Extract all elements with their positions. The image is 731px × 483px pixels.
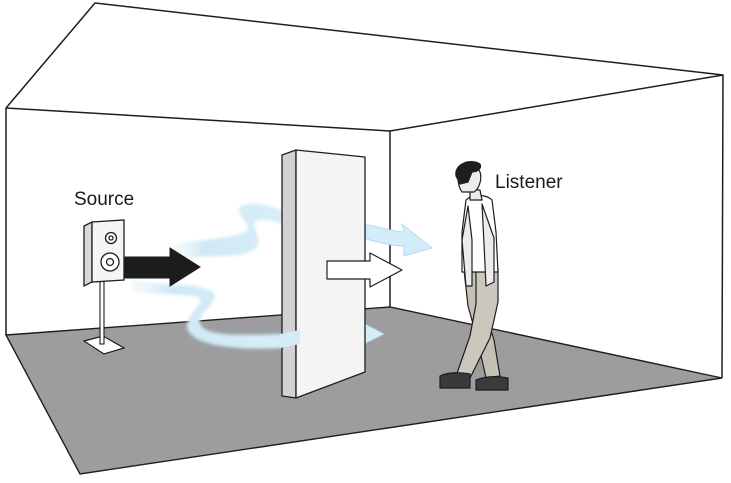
hair <box>455 161 482 185</box>
direct-sound-arrow <box>123 247 201 287</box>
diffracted-wave-upper <box>175 204 433 259</box>
room-outline <box>5 2 724 379</box>
source-label: Source <box>74 189 135 210</box>
loudspeaker-icon <box>83 219 125 288</box>
diffracted-wave-front <box>280 330 300 348</box>
transmitted-sound-arrow <box>326 252 403 288</box>
listener-figure <box>439 161 509 391</box>
listener-label: Listener <box>495 172 563 193</box>
